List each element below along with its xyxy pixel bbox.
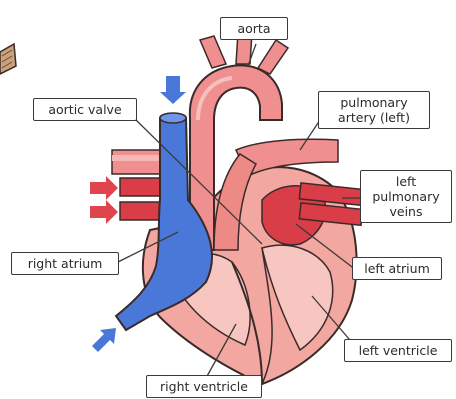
label-aorta-text: aorta [237,21,270,36]
label-right-ventricle-text: right ventricle [160,379,248,394]
label-pulmonary-veins-line1: left [367,174,445,189]
label-left-ventricle-text: left ventricle [359,343,438,358]
label-right-atrium: right atrium [11,252,119,275]
label-right-atrium-text: right atrium [28,256,103,271]
label-left-ventricle: left ventricle [344,339,452,362]
label-aortic-valve: aortic valve [33,98,137,121]
label-pulmonary-veins-line3: veins [367,204,445,219]
label-aortic-valve-text: aortic valve [48,102,121,117]
label-pulmonary-artery: pulmonary artery (left) [318,91,430,129]
label-aorta: aorta [220,17,288,40]
corner-fragment [0,44,16,74]
label-pulmonary-veins-line2: pulmonary [367,189,445,204]
label-pulmonary-artery-line1: pulmonary [325,95,423,110]
label-right-ventricle: right ventricle [146,375,262,398]
label-pulmonary-veins: left pulmonary veins [360,170,452,223]
label-left-atrium: left atrium [352,257,442,280]
red-arrows-icon [90,176,118,224]
label-left-atrium-text: left atrium [364,261,430,276]
label-pulmonary-artery-line2: artery (left) [325,110,423,125]
